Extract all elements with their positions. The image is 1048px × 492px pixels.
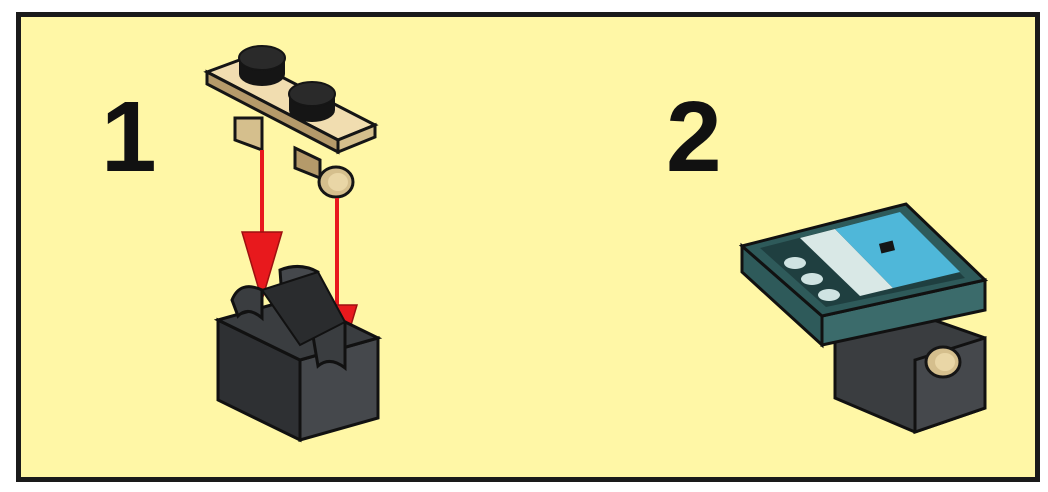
lego-clip-bracket-icon	[218, 266, 378, 440]
lego-assembled-tile-icon	[742, 204, 985, 432]
lego-plate-tan-icon	[207, 46, 375, 197]
